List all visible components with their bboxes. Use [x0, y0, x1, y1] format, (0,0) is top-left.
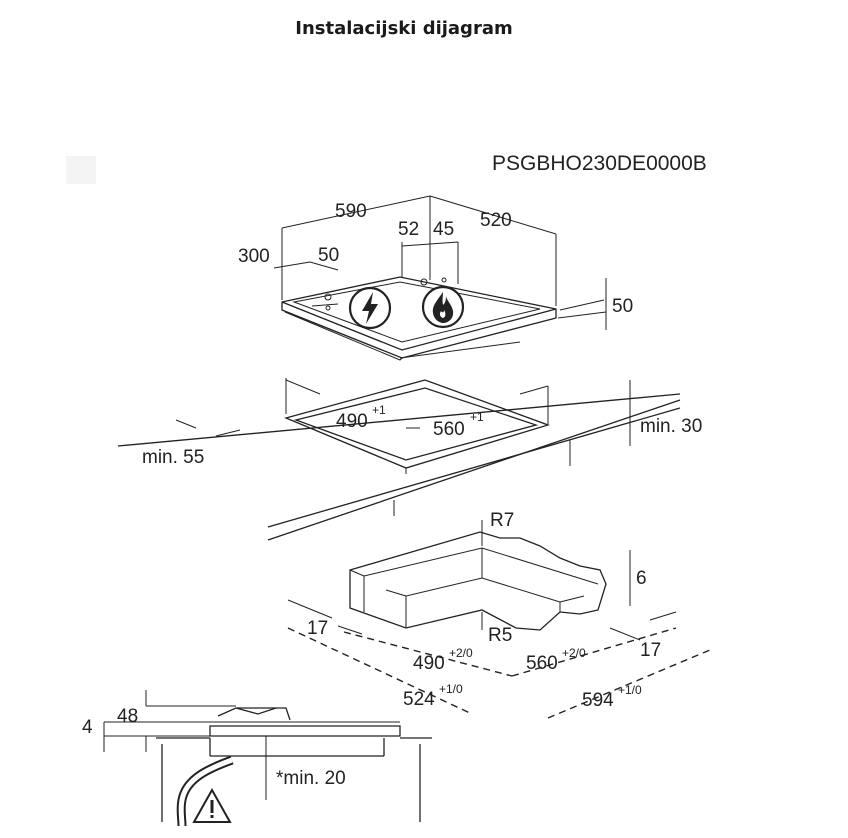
dim-inner-width-tol: +2/0: [562, 646, 586, 660]
dim-border-left: 17: [307, 618, 328, 639]
dim-hob-depth: 520: [480, 210, 512, 231]
dim-inner-depth: 490: [413, 653, 445, 674]
dim-hob-width: 590: [335, 201, 367, 222]
dim-min-front: min. 55: [142, 447, 204, 468]
dim-glass-thickness: 4: [82, 717, 93, 738]
dim-outer-depth-tol: +1/0: [439, 682, 463, 696]
dim-border-right: 17: [640, 640, 661, 661]
dim-inner-width: 560: [526, 653, 558, 674]
dim-cutout-depth-tol: +1: [372, 403, 386, 417]
dim-hob-height: 50: [612, 296, 633, 317]
hob-drawing: [273, 195, 607, 361]
dim-left-offset: 300: [238, 246, 270, 267]
worktop-cutout-drawing: [117, 378, 681, 541]
dim-cutout-depth: 490: [336, 411, 368, 432]
gas-flame-icon: [421, 285, 465, 329]
scan-artifact: [66, 156, 96, 184]
dim-min-clearance: *min. 20: [276, 768, 346, 789]
dim-min-wall: min. 30: [640, 416, 702, 437]
dim-top-height: 48: [117, 706, 138, 727]
dim-left-gas-offset: 50: [318, 245, 339, 266]
dim-radius-inner: R5: [488, 625, 512, 646]
electric-bolt-icon: [348, 286, 392, 330]
dim-radius-outer: R7: [490, 510, 514, 531]
dim-center-b: 45: [433, 219, 454, 240]
dim-outer-depth: 524: [403, 689, 435, 710]
dim-frame-thickness: 6: [636, 568, 647, 589]
page-title: Instalacijski dijagram: [295, 18, 513, 39]
dim-outer-width: 594: [582, 690, 614, 711]
dim-inner-depth-tol: +2/0: [449, 646, 473, 660]
warning-triangle-icon: [192, 787, 232, 823]
frame-drawing: [287, 520, 677, 641]
section-drawing: [103, 690, 432, 827]
dim-center-a: 52: [398, 219, 419, 240]
dim-cutout-width-tol: +1: [470, 410, 484, 424]
dim-outer-width-tol: +1/0: [618, 683, 642, 697]
frame-dimension-dashes: [287, 627, 711, 719]
dim-cutout-width: 560: [433, 419, 465, 440]
model-code: PSGBHO230DE0000B: [492, 152, 707, 175]
